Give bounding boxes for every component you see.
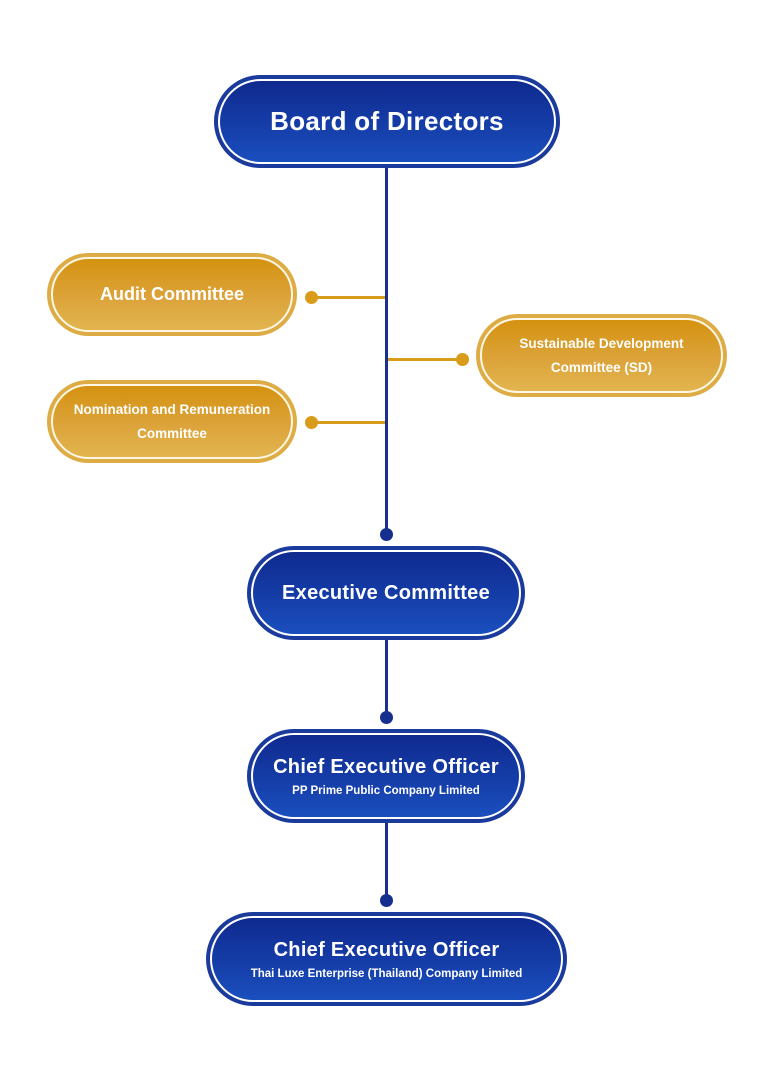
node-title: Chief Executive Officer xyxy=(273,938,500,961)
node-title: Board of Directors xyxy=(270,106,504,136)
node-title: Chief Executive Officer xyxy=(273,755,499,778)
node-title-line2: Committee xyxy=(137,425,207,441)
connector-audit xyxy=(311,296,385,299)
connector-ceo-pp-to-ceo-tl xyxy=(385,823,388,901)
connector-dot-audit xyxy=(305,291,318,304)
connector-dot-ceo-pp xyxy=(380,711,393,724)
node-title: Executive Committee xyxy=(282,581,490,604)
node-subtitle: PP Prime Public Company Limited xyxy=(292,784,480,797)
node-title-line2: Committee (SD) xyxy=(550,359,653,375)
node-subtitle: Thai Luxe Enterprise (Thailand) Company … xyxy=(250,967,523,980)
node-audit-committee: Audit Committee xyxy=(47,253,297,336)
connector-executive-to-ceo-pp xyxy=(385,640,388,718)
connector-dot-nomination xyxy=(305,416,318,429)
node-nomination-remuneration-committee: Nomination and Remuneration Committee xyxy=(47,380,297,463)
connector-nomination xyxy=(311,421,385,424)
connector-dot-sustainable xyxy=(456,353,469,366)
node-ceo-thai-luxe: Chief Executive Officer Thai Luxe Enterp… xyxy=(206,912,567,1006)
connector-dot-executive xyxy=(380,528,393,541)
node-board-of-directors: Board of Directors xyxy=(214,75,560,168)
node-executive-committee: Executive Committee xyxy=(247,546,525,640)
node-title-line1: Sustainable Development xyxy=(519,335,684,351)
connector-sustainable xyxy=(388,358,462,361)
node-ceo-pp-prime: Chief Executive Officer PP Prime Public … xyxy=(247,729,525,823)
node-title: Audit Committee xyxy=(100,284,244,304)
node-sustainable-development-committee: Sustainable Development Committee (SD) xyxy=(476,314,727,397)
connector-board-to-executive xyxy=(385,168,388,536)
node-title-line1: Nomination and Remuneration xyxy=(73,401,271,417)
connector-dot-ceo-tl xyxy=(380,894,393,907)
